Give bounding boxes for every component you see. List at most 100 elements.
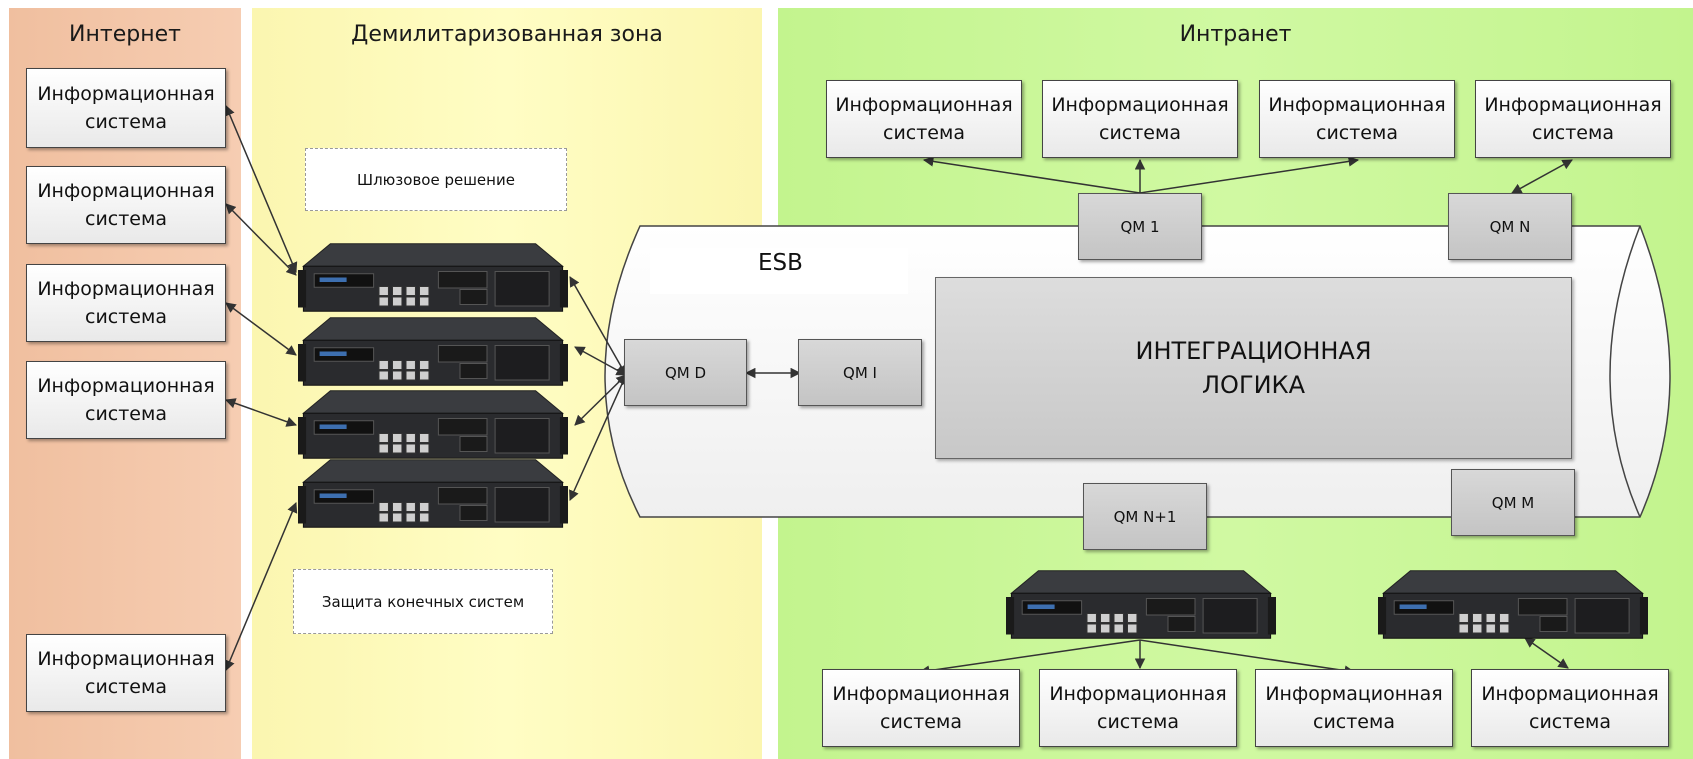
server-bay bbox=[459, 289, 488, 305]
server-handle bbox=[298, 486, 307, 524]
gateway-server-2 bbox=[298, 314, 568, 389]
server-port bbox=[419, 443, 430, 454]
integration-logic-line1: ИНТЕГРАЦИОННАЯ bbox=[1135, 337, 1372, 365]
qm-n: QM N bbox=[1448, 193, 1572, 260]
server-bay bbox=[1517, 598, 1568, 616]
server-handle bbox=[559, 344, 568, 382]
server-bay bbox=[1145, 598, 1196, 616]
server-port bbox=[392, 512, 403, 523]
server-top bbox=[302, 243, 564, 267]
integration-logic-line2: ЛОГИКА bbox=[1202, 371, 1305, 399]
server-top bbox=[1010, 570, 1272, 594]
server-grille bbox=[494, 418, 550, 454]
server-port bbox=[1127, 623, 1138, 634]
server-bay bbox=[437, 345, 488, 363]
server-handle bbox=[298, 344, 307, 382]
server-top bbox=[302, 317, 564, 341]
gateway-server-4 bbox=[298, 456, 568, 531]
qm-m: QM M bbox=[1451, 469, 1575, 536]
server-led bbox=[319, 277, 347, 282]
integration-logic-box: ИНТЕГРАЦИОННАЯ ЛОГИКА bbox=[935, 277, 1572, 459]
server-port bbox=[1127, 613, 1138, 623]
server-port bbox=[1458, 613, 1469, 623]
server-port bbox=[1472, 623, 1483, 634]
server-grille bbox=[494, 487, 550, 523]
gateway-server-1 bbox=[298, 240, 568, 315]
server-port bbox=[1499, 613, 1510, 623]
server-port bbox=[405, 443, 416, 454]
intranet-zone-title: Интранет bbox=[1179, 22, 1292, 47]
server-port bbox=[1499, 623, 1510, 634]
server-port bbox=[392, 286, 403, 296]
server-port bbox=[378, 502, 389, 512]
server-port bbox=[378, 286, 389, 296]
server-port bbox=[378, 512, 389, 523]
server-port bbox=[1113, 613, 1124, 623]
esb-label-area bbox=[650, 248, 908, 294]
server-port bbox=[378, 360, 389, 370]
server-port bbox=[1485, 613, 1496, 623]
server-led bbox=[1027, 604, 1055, 609]
server-bay bbox=[437, 271, 488, 289]
server-bay bbox=[459, 436, 488, 452]
server-port bbox=[405, 512, 416, 523]
dmz-zone-title: Демилитаризованная зона bbox=[351, 22, 663, 47]
server-port bbox=[378, 443, 389, 454]
server-port bbox=[419, 502, 430, 512]
qm-n-plus-1: QM N+1 bbox=[1083, 483, 1207, 550]
server-port bbox=[378, 370, 389, 381]
server-top bbox=[302, 459, 564, 483]
server-bay bbox=[437, 418, 488, 436]
server-port bbox=[392, 443, 403, 454]
server-port bbox=[392, 360, 403, 370]
server-grille bbox=[1574, 598, 1630, 634]
server-port bbox=[419, 512, 430, 523]
server-led bbox=[319, 351, 347, 356]
server-port bbox=[419, 296, 430, 307]
server-handle bbox=[1378, 597, 1387, 635]
esb-cylinder-end bbox=[1609, 225, 1641, 518]
intranet-server-2 bbox=[1378, 567, 1648, 642]
intranet-server-1 bbox=[1006, 567, 1276, 642]
server-port bbox=[419, 360, 430, 370]
server-port bbox=[392, 502, 403, 512]
server-port bbox=[1086, 623, 1097, 634]
endpoint-protection-label: Защита конечных систем bbox=[293, 569, 553, 634]
qm-d: QM D bbox=[624, 339, 747, 406]
server-top bbox=[302, 390, 564, 414]
esb-label: ESB bbox=[758, 250, 803, 276]
server-handle bbox=[1639, 597, 1648, 635]
server-port bbox=[405, 296, 416, 307]
server-led bbox=[1399, 604, 1427, 609]
gateway-server-3 bbox=[298, 387, 568, 462]
server-handle bbox=[298, 417, 307, 455]
server-handle bbox=[1267, 597, 1276, 635]
server-port bbox=[1458, 623, 1469, 634]
server-port bbox=[405, 360, 416, 370]
server-port bbox=[392, 296, 403, 307]
server-port bbox=[419, 286, 430, 296]
server-port bbox=[1100, 613, 1111, 623]
qm-1: QM 1 bbox=[1078, 193, 1202, 260]
server-port bbox=[1472, 613, 1483, 623]
qm-i: QM I bbox=[798, 339, 922, 406]
server-top bbox=[1382, 570, 1644, 594]
server-port bbox=[1113, 623, 1124, 634]
server-grille bbox=[494, 345, 550, 381]
server-port bbox=[1100, 623, 1111, 634]
server-port bbox=[392, 433, 403, 443]
server-port bbox=[405, 433, 416, 443]
server-port bbox=[405, 370, 416, 381]
server-handle bbox=[1006, 597, 1015, 635]
server-handle bbox=[298, 270, 307, 308]
